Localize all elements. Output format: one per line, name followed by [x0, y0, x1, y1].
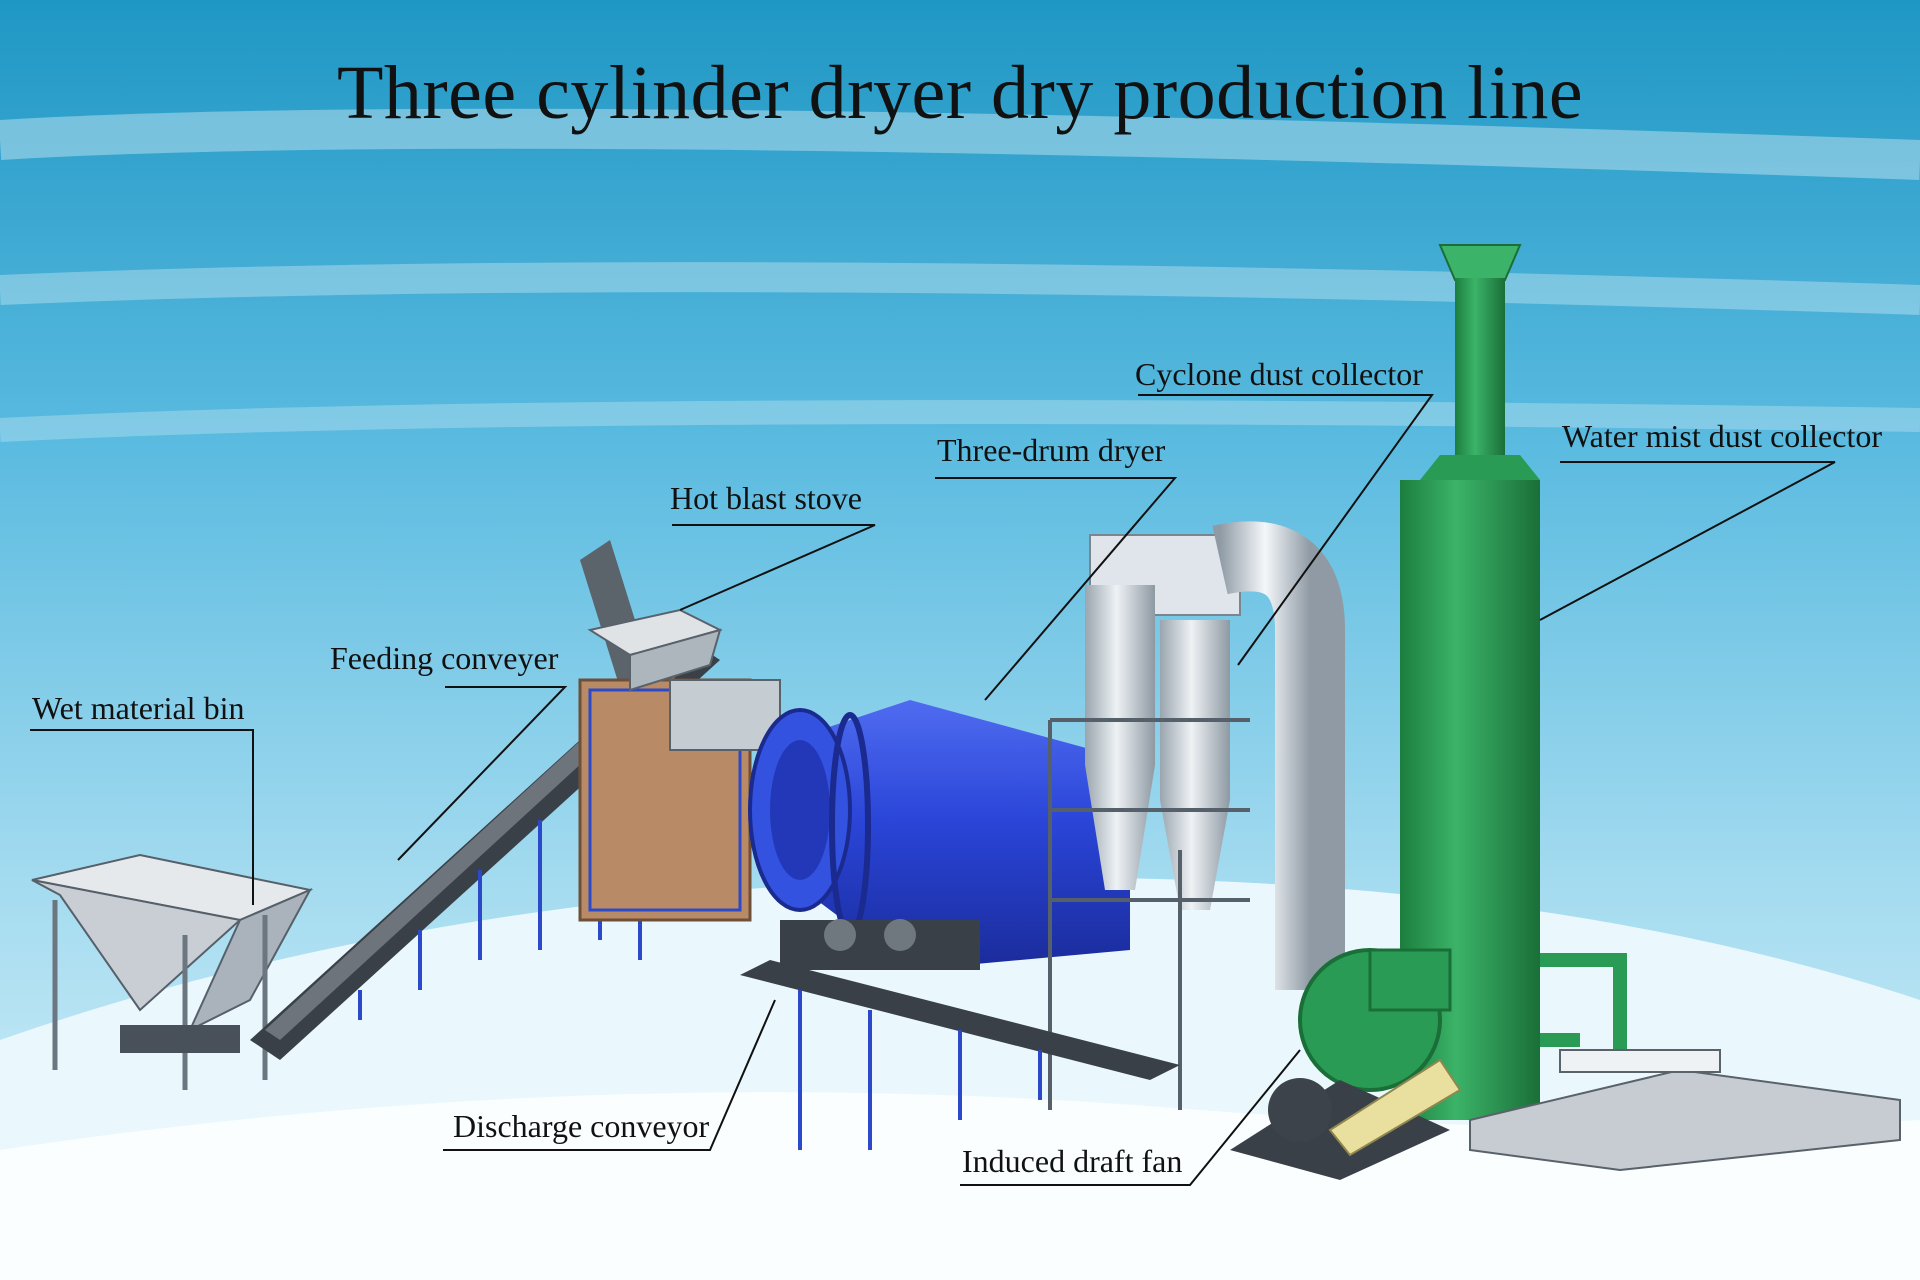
label-wet-material-bin: Wet material bin	[32, 690, 245, 726]
label-discharge-conveyor: Discharge conveyor	[453, 1108, 710, 1144]
hot-blast-stove	[578, 608, 781, 922]
wet-material-bin	[31, 853, 314, 1090]
label-cyclone-dust-collector: Cyclone dust collector	[1135, 356, 1423, 392]
leader-lines	[30, 394, 1836, 1186]
cyclone-dust-collector	[1048, 521, 1345, 1110]
label-three-drum-dryer: Three-drum dryer	[937, 432, 1166, 468]
page-title: Three cylinder dryer dry production line	[336, 51, 1584, 135]
label-induced-draft-fan: Induced draft fan	[962, 1143, 1183, 1179]
water-mist-dust-collector	[1400, 244, 1901, 1172]
induced-draft-fan	[1230, 948, 1462, 1180]
label-feeding-conveyer: Feeding conveyer	[330, 640, 559, 676]
label-hot-blast-stove: Hot blast stove	[670, 480, 862, 516]
three-drum-dryer	[748, 700, 1130, 970]
label-water-mist-dust-collector: Water mist dust collector	[1562, 418, 1882, 454]
discharge-conveyor	[740, 960, 1180, 1150]
